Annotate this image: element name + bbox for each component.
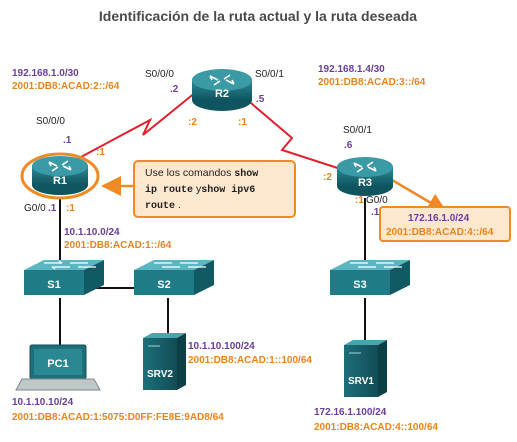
r3-gig-host: .1 [371,207,380,218]
r1-serial-v6: :1 [96,147,105,158]
srv2-ipv6: 2001:DB8:ACAD:1::100/64 [188,355,312,366]
router-r1[interactable]: R1 [20,152,100,200]
r1-gig-v6: :1 [66,203,75,214]
switch-s1[interactable]: S1 [24,260,104,295]
callout-text-period: . [178,199,181,211]
svg-text:route .: route . [145,199,181,212]
r3-serial-v6: :2 [323,172,332,183]
svg-text:Use los comandos show: Use los comandos show [145,167,258,180]
r2-left-host: .2 [170,84,179,95]
srv2-label: SRV2 [147,369,173,380]
srv2-ipv4: 10.1.10.100/24 [188,341,255,352]
pc1-label: PC1 [47,358,68,370]
r2-iface-left: S0/0/0 [145,69,174,80]
lan3-ipv4: 172.16.1.0/24 [408,213,470,224]
switch-s3-label: S3 [353,279,366,291]
router-r3-label: R3 [358,177,372,189]
server-srv2[interactable]: SRV2 [143,333,186,390]
network-r1-r2-ipv4: 192.168.1.0/30 [12,68,79,79]
callout-cmd-show: show [234,168,258,180]
lan3-ipv6: 2001:DB8:ACAD:4::/64 [386,227,494,238]
r3-iface-gig: G0/0 [366,195,388,206]
lan1-ipv6: 2001:DB8:ACAD:1::/64 [64,240,172,251]
path-arrow-r3-lan [391,178,448,213]
r3-iface-serial: S0/0/1 [343,125,372,136]
serial-link-r1-r2 [65,91,197,166]
r2-iface-right: S0/0/1 [255,69,284,80]
router-arrows-icon [48,160,72,172]
r1-iface-serial: S0/0/0 [36,116,65,127]
diagram-title: Identificación de la ruta actual y la ru… [99,8,417,24]
switch-arrows-icon [154,262,206,268]
router-arrows-icon [353,161,377,173]
switch-s2-label: S2 [157,279,170,291]
svg-text:ip route yshow ipv6: ip route yshow ipv6 [145,183,255,196]
router-r2-label: R2 [215,88,229,100]
r1-iface-gig: G0/0 [24,203,46,214]
network-r2-r3-ipv4: 192.168.1.4/30 [318,64,385,75]
switch-s3[interactable]: S3 [330,260,410,295]
srv1-ipv6: 2001:DB8:ACAD:4::100/64 [314,422,438,433]
network-r1-r2-ipv6: 2001:DB8:ACAD:2::/64 [12,81,120,92]
r2-left-v6: :2 [188,117,197,128]
lan1-ipv4: 10.1.10.0/24 [64,227,120,238]
switch-s1-label: S1 [47,279,60,291]
callout-cmd-ip-route: ip route [145,184,193,196]
server-srv1[interactable]: SRV1 [344,340,387,397]
r2-right-host: .5 [256,94,265,105]
srv1-label: SRV1 [348,376,374,387]
r3-gig-v6: :1 [355,195,364,206]
network-r2-r3-ipv6: 2001:DB8:ACAD:3::/64 [318,77,426,88]
callout-cmd-route: route [145,201,175,212]
switch-s2[interactable]: S2 [134,260,214,295]
router-r3[interactable]: R3 [337,157,393,196]
switch-arrows-icon [350,262,402,268]
r3-serial-host: .6 [344,140,353,151]
router-arrows-icon [209,74,235,86]
pc1-ipv4: 10.1.10.10/24 [12,397,74,408]
callout-cmd-show-ipv6: show ipv6 [201,184,255,196]
host-pc1[interactable]: PC1 [15,344,101,391]
r2-right-v6: :1 [238,117,247,128]
switch-arrows-icon [44,260,96,270]
pc1-ipv6: 2001:DB8:ACAD:1:5075:D0FF:FE8E:9AD8/64 [12,412,224,423]
serial-link-r2-r3 [237,91,351,173]
command-callout: Use los comandos show ip route yshow ipv… [133,160,296,218]
router-r1-label: R1 [53,175,67,187]
r1-gig-host: .1 [48,203,57,214]
callout-text-y: y [196,183,202,195]
srv1-ipv4: 172.16.1.100/24 [314,407,387,418]
destination-network-box: 172.16.1.0/24 2001:DB8:ACAD:4::/64 [379,206,511,242]
router-r2[interactable]: R2 [192,69,252,111]
r1-serial-host: .1 [63,135,72,146]
callout-text-1: Use los comandos [145,167,231,179]
